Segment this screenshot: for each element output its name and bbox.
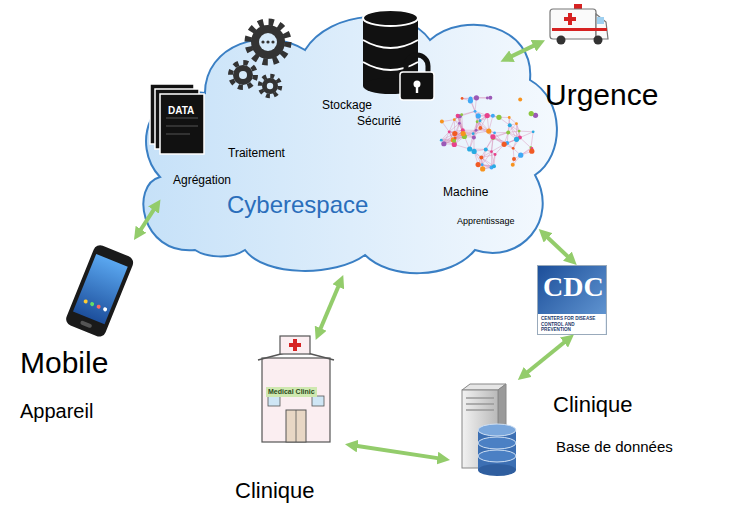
brain-network bbox=[440, 95, 538, 171]
server-node: CliniqueBase de données bbox=[450, 380, 745, 480]
server-icon bbox=[462, 384, 516, 476]
function-label: Traitement bbox=[228, 147, 285, 161]
text-holder: Medical Clinic bbox=[266, 380, 317, 398]
brain-node: MachineApprentissage bbox=[435, 90, 550, 228]
logo-subtext: CENTERS FOR DISEASE CONTROL AND PREVENTI… bbox=[541, 316, 601, 333]
text-holder: Clinique bbox=[553, 392, 633, 417]
text-holder: DATA bbox=[168, 100, 194, 118]
text-holder: Apprentissage bbox=[457, 210, 515, 228]
text-holder: Urgence bbox=[545, 78, 658, 113]
device-sublabel: Base de données bbox=[556, 438, 673, 455]
text-holder: CENTERS FOR DISEASE CONTROL AND PREVENTI… bbox=[541, 316, 601, 335]
double-arrow bbox=[506, 43, 540, 59]
text-holder: Machine bbox=[443, 182, 488, 200]
text-holder: Cyberespace bbox=[227, 191, 368, 219]
text-holder: Clinique bbox=[235, 478, 315, 503]
text-holder: Agrégation bbox=[173, 170, 231, 188]
device-label: Clinique bbox=[553, 392, 633, 417]
cloud-region: DATA Agrégation Traitement StockageSécurité… bbox=[135, 5, 560, 275]
text-holder: Traitement bbox=[228, 143, 285, 161]
region-title: Cyberespace bbox=[227, 191, 368, 219]
clinic-node: Medical ClinicClinique bbox=[230, 340, 345, 508]
function-label: Apprentissage bbox=[457, 216, 515, 226]
gears-node: Traitement bbox=[223, 17, 308, 163]
device-sublabel: Appareil bbox=[20, 400, 93, 423]
double-arrow bbox=[351, 445, 444, 459]
device-label: Urgence bbox=[545, 78, 658, 113]
text-holder: Mobile bbox=[20, 346, 108, 381]
gears-icon bbox=[231, 22, 289, 96]
function-label: Sécurité bbox=[357, 115, 401, 129]
ambulance-icon bbox=[550, 4, 608, 45]
function-label: Agrégation bbox=[173, 174, 231, 188]
double-arrow bbox=[523, 338, 570, 376]
mobile-node: MobileAppareil bbox=[15, 240, 155, 432]
device-label: Mobile bbox=[20, 346, 108, 381]
sign-text: Medical Clinic bbox=[266, 387, 317, 397]
data-icon-node: DATA Agrégation bbox=[145, 82, 250, 192]
clinic-building-icon bbox=[258, 336, 334, 442]
documents-icon bbox=[150, 84, 204, 154]
text-holder: Appareil bbox=[20, 400, 93, 423]
cloud-outline bbox=[135, 5, 560, 275]
cloud-shape bbox=[143, 17, 557, 274]
function-label: Machine bbox=[443, 186, 488, 200]
double-arrow bbox=[543, 233, 572, 261]
ambulance-node: Urgence bbox=[545, 0, 725, 122]
double-arrow bbox=[137, 204, 157, 235]
double-arrow bbox=[318, 281, 341, 335]
text-holder: Base de données bbox=[556, 438, 673, 456]
text-holder: Stockage bbox=[322, 95, 372, 113]
storage-node: StockageSécurité bbox=[317, 10, 447, 131]
device-label: Clinique bbox=[235, 478, 315, 503]
function-label: Stockage bbox=[322, 99, 372, 113]
logo-text: CDC bbox=[543, 271, 604, 303]
icon-text: DATA bbox=[168, 105, 194, 117]
phone-icon bbox=[64, 243, 135, 338]
database-lock-icon bbox=[363, 10, 434, 100]
text-holder: CDC bbox=[543, 271, 604, 303]
cdc-logo: CDC CENTERS FOR DISEASE CONTROL AND PREVE… bbox=[537, 265, 607, 335]
text-holder: Sécurité bbox=[357, 111, 401, 129]
